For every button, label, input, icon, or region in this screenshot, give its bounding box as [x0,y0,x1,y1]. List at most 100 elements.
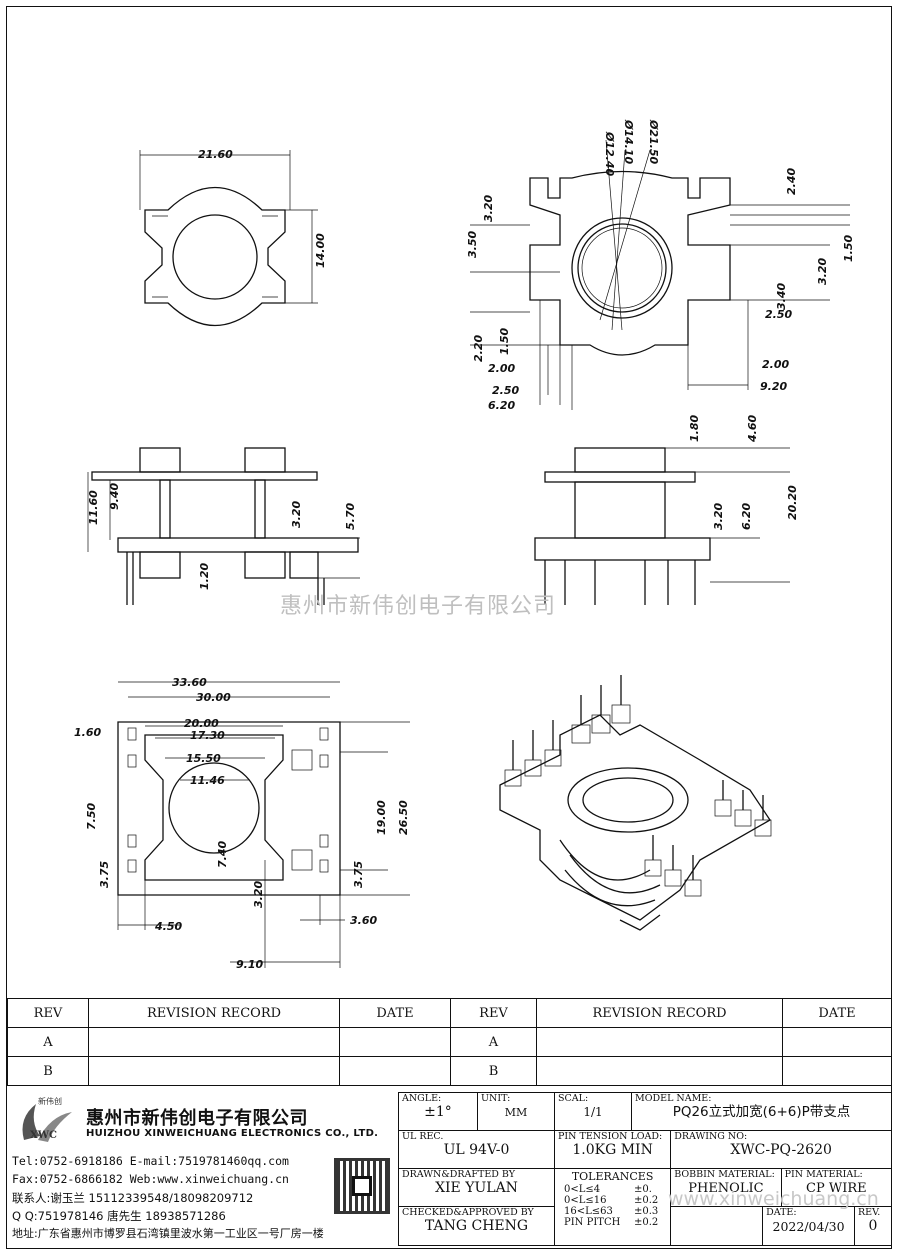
dim-label: Ø14.10 [622,119,635,164]
dim-label: 2.00 [762,358,789,371]
checked-cell: CHECKED&APPROVED BY TANG CHENG [398,1206,555,1246]
company-info: 新伟创 XWC 惠州市新伟创电子有限公司 HUIZHOU XINWEICHUAN… [8,1092,398,1249]
tolerances-label: TOLERANCES [571,1170,654,1183]
drawn-cell: DRAWN&DRAFTED BY XIE YULAN [398,1168,555,1207]
company-logo-icon [22,1104,72,1142]
dim-label: Ø12.40 [603,131,616,176]
header-cell: REVISION RECORD [536,998,783,1028]
dim-label: 7.50 [85,803,98,830]
pin-material: PIN MATERIAL: CP WIRE [784,1169,867,1196]
dim-label: 9.20 [760,380,787,393]
dim-label: 3.75 [98,861,111,888]
dim-label: 1.50 [498,328,511,355]
angle-cell: ANGLE: ±1° [398,1092,478,1131]
logo-top-text: 新伟创 [38,1097,62,1106]
drawing-sheet [6,6,892,1249]
qq-line: Q Q:751978146 唐先生 18938571286 [12,1209,226,1223]
dim-label: 2.50 [492,384,519,397]
dim-label: 6.20 [740,503,753,530]
company-name-cn: 惠州市新伟创电子有限公司 [86,1108,308,1129]
dim-label: 7.40 [216,841,229,868]
drawing-no-value: XWC-PQ-2620 [730,1142,832,1158]
table-cell [339,1027,451,1057]
checked-label: CHECKED&APPROVED BY [402,1207,534,1218]
dim-label: 20.20 [786,485,799,520]
dim-label: 3.20 [482,195,495,222]
model-cell: MODEL NAME: PQ26立式加宽(6+6)P带支点 [631,1092,892,1131]
dim-label: 15.50 [186,752,221,765]
checked-value: TANG CHENG [424,1218,529,1234]
pin-tension-label: PIN TENSION LOAD: [558,1131,663,1142]
header-cell: DATE [339,998,451,1028]
table-cell: A [450,1027,537,1057]
company-name-en: HUIZHOU XINWEICHUANG ELECTRONICS CO., LT… [86,1128,379,1139]
table-cell: A [7,1027,89,1057]
date-field: DATE: 2022/04/30 [763,1207,856,1245]
title-block: ANGLE: ±1° UNIT: MM SCAL: 1/1 MODEL NAME… [398,1092,892,1246]
table-row: A A [7,1027,892,1057]
drawing-no-label: DRAWING NO: [674,1131,748,1142]
dim-label: 14.00 [314,233,327,268]
dim-label: 1.80 [688,415,701,442]
angle-value: ±1° [424,1104,452,1120]
mid-left-view: 11.60 9.40 3.20 5.70 1.20 [87,447,360,605]
tel-line: Tel:0752-6918186 E-mail:7519781460qq.com [12,1154,289,1168]
table-cell [88,1027,340,1057]
dim-label: 3.20 [252,881,265,908]
dim-label: 11.60 [87,490,100,525]
dim-label: 3.20 [290,501,303,528]
dim-label: 26.50 [397,800,410,835]
table-cell: B [7,1056,89,1086]
dim-label: 2.00 [488,362,515,375]
drawn-label: DRAWN&DRAFTED BY [402,1169,515,1180]
model-value: PQ26立式加宽(6+6)P带支点 [672,1104,851,1120]
top-right-view: Ø12.40 Ø14.10 Ø21.50 2.40 3.50 3.20 1.50… [466,119,855,412]
table-cell [88,1056,340,1086]
dim-label: 21.60 [198,148,233,161]
logo-text: XWC [30,1130,57,1141]
tolerance-row: 16<L≤63±0.3 [564,1206,659,1217]
bobbin-material: BOBBIN MATERIAL: PHENOLIC [671,1169,782,1206]
model-label: MODEL NAME: [635,1093,712,1104]
dim-label: 3.40 [775,283,788,310]
header-cell: REV [450,998,537,1028]
dim-label: 17.30 [190,729,225,742]
site-watermark: www.xinweichuang.cn [668,1188,879,1210]
fax-line: Fax:0752-6866182 Web:www.xinweichuang.cn [12,1172,289,1186]
revision-table: REV REVISION RECORD DATE REV REVISION RE… [7,998,892,1086]
dim-label: 9.40 [108,483,121,510]
pin-tension-cell: PIN TENSION LOAD: 1.0KG MIN [553,1130,672,1169]
company-watermark: 惠州市新伟创电子有限公司 [280,594,557,619]
table-cell [536,1027,783,1057]
dim-label: 2.50 [765,308,792,321]
dim-label: 33.60 [172,676,207,689]
header-cell: REV [7,998,89,1028]
header-cell: DATE [782,998,892,1028]
tolerance-row: PIN PITCH±0.2 [564,1217,659,1228]
table-cell: B [450,1056,537,1086]
drawn-value: XIE YULAN [435,1180,518,1196]
ul-cell: UL REC. UL 94V-0 [398,1130,555,1169]
top-left-view: 21.60 14.00 [139,148,327,326]
table-cell [782,1056,892,1086]
date-rev-cell: DATE: 2022/04/30 REV. 0 [670,1206,892,1246]
angle-label: ANGLE: [402,1093,442,1104]
ul-value: UL 94V-0 [443,1142,510,1158]
pin-tension-value: 1.0KG MIN [572,1142,653,1158]
dim-label: 3.60 [350,914,377,927]
scal-cell: SCAL: 1/1 [554,1092,632,1131]
table-cell [782,1027,892,1057]
rev-field: REV. 0 [858,1207,881,1234]
dim-label: Ø21.50 [647,119,660,164]
dim-label: 3.75 [352,861,365,888]
unit-cell: UNIT: MM [477,1092,555,1131]
address-line: 地址:广东省惠州市博罗县石湾镇里波水第一工业区一号厂房一楼 [12,1227,324,1240]
dim-label: 9.10 [236,958,263,971]
dim-label: 3.20 [816,258,829,285]
contact-line: 联系人:谢玉兰 15112339548/18098209712 [12,1191,254,1205]
tolerances-cell: TOLERANCES 0<L≤4±0. 0<L≤16±0.2 16<L≤63±0… [553,1168,672,1246]
dim-label: 2.40 [785,168,798,195]
scal-label: SCAL: [558,1093,589,1104]
tolerance-row: 0<L≤16±0.2 [564,1195,659,1206]
tolerance-row: 0<L≤4±0. [564,1184,652,1195]
